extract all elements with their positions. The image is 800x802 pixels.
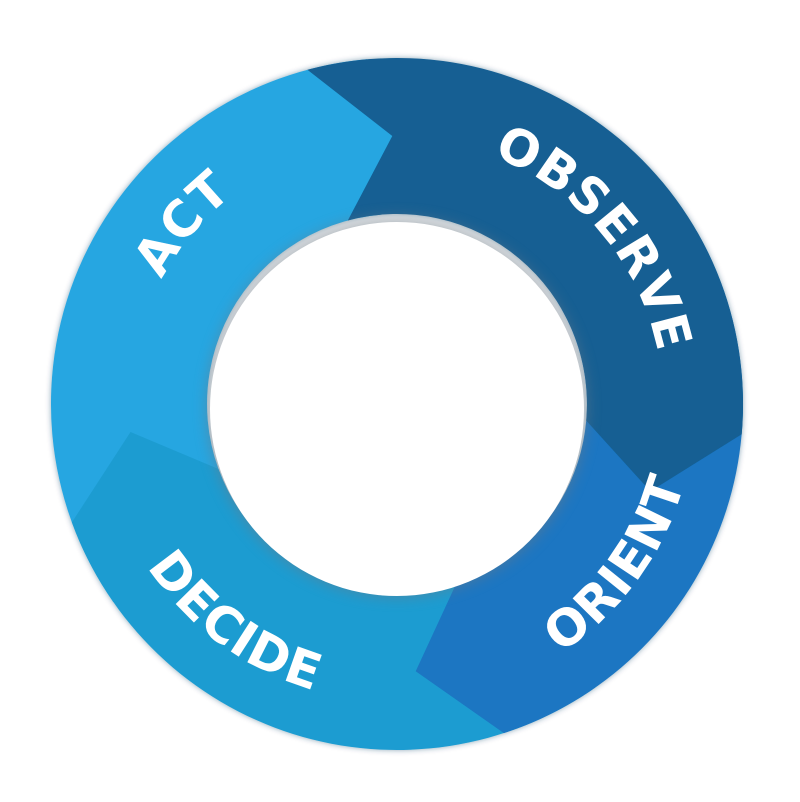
center-hole [210,222,584,596]
observe-segment [307,57,744,492]
